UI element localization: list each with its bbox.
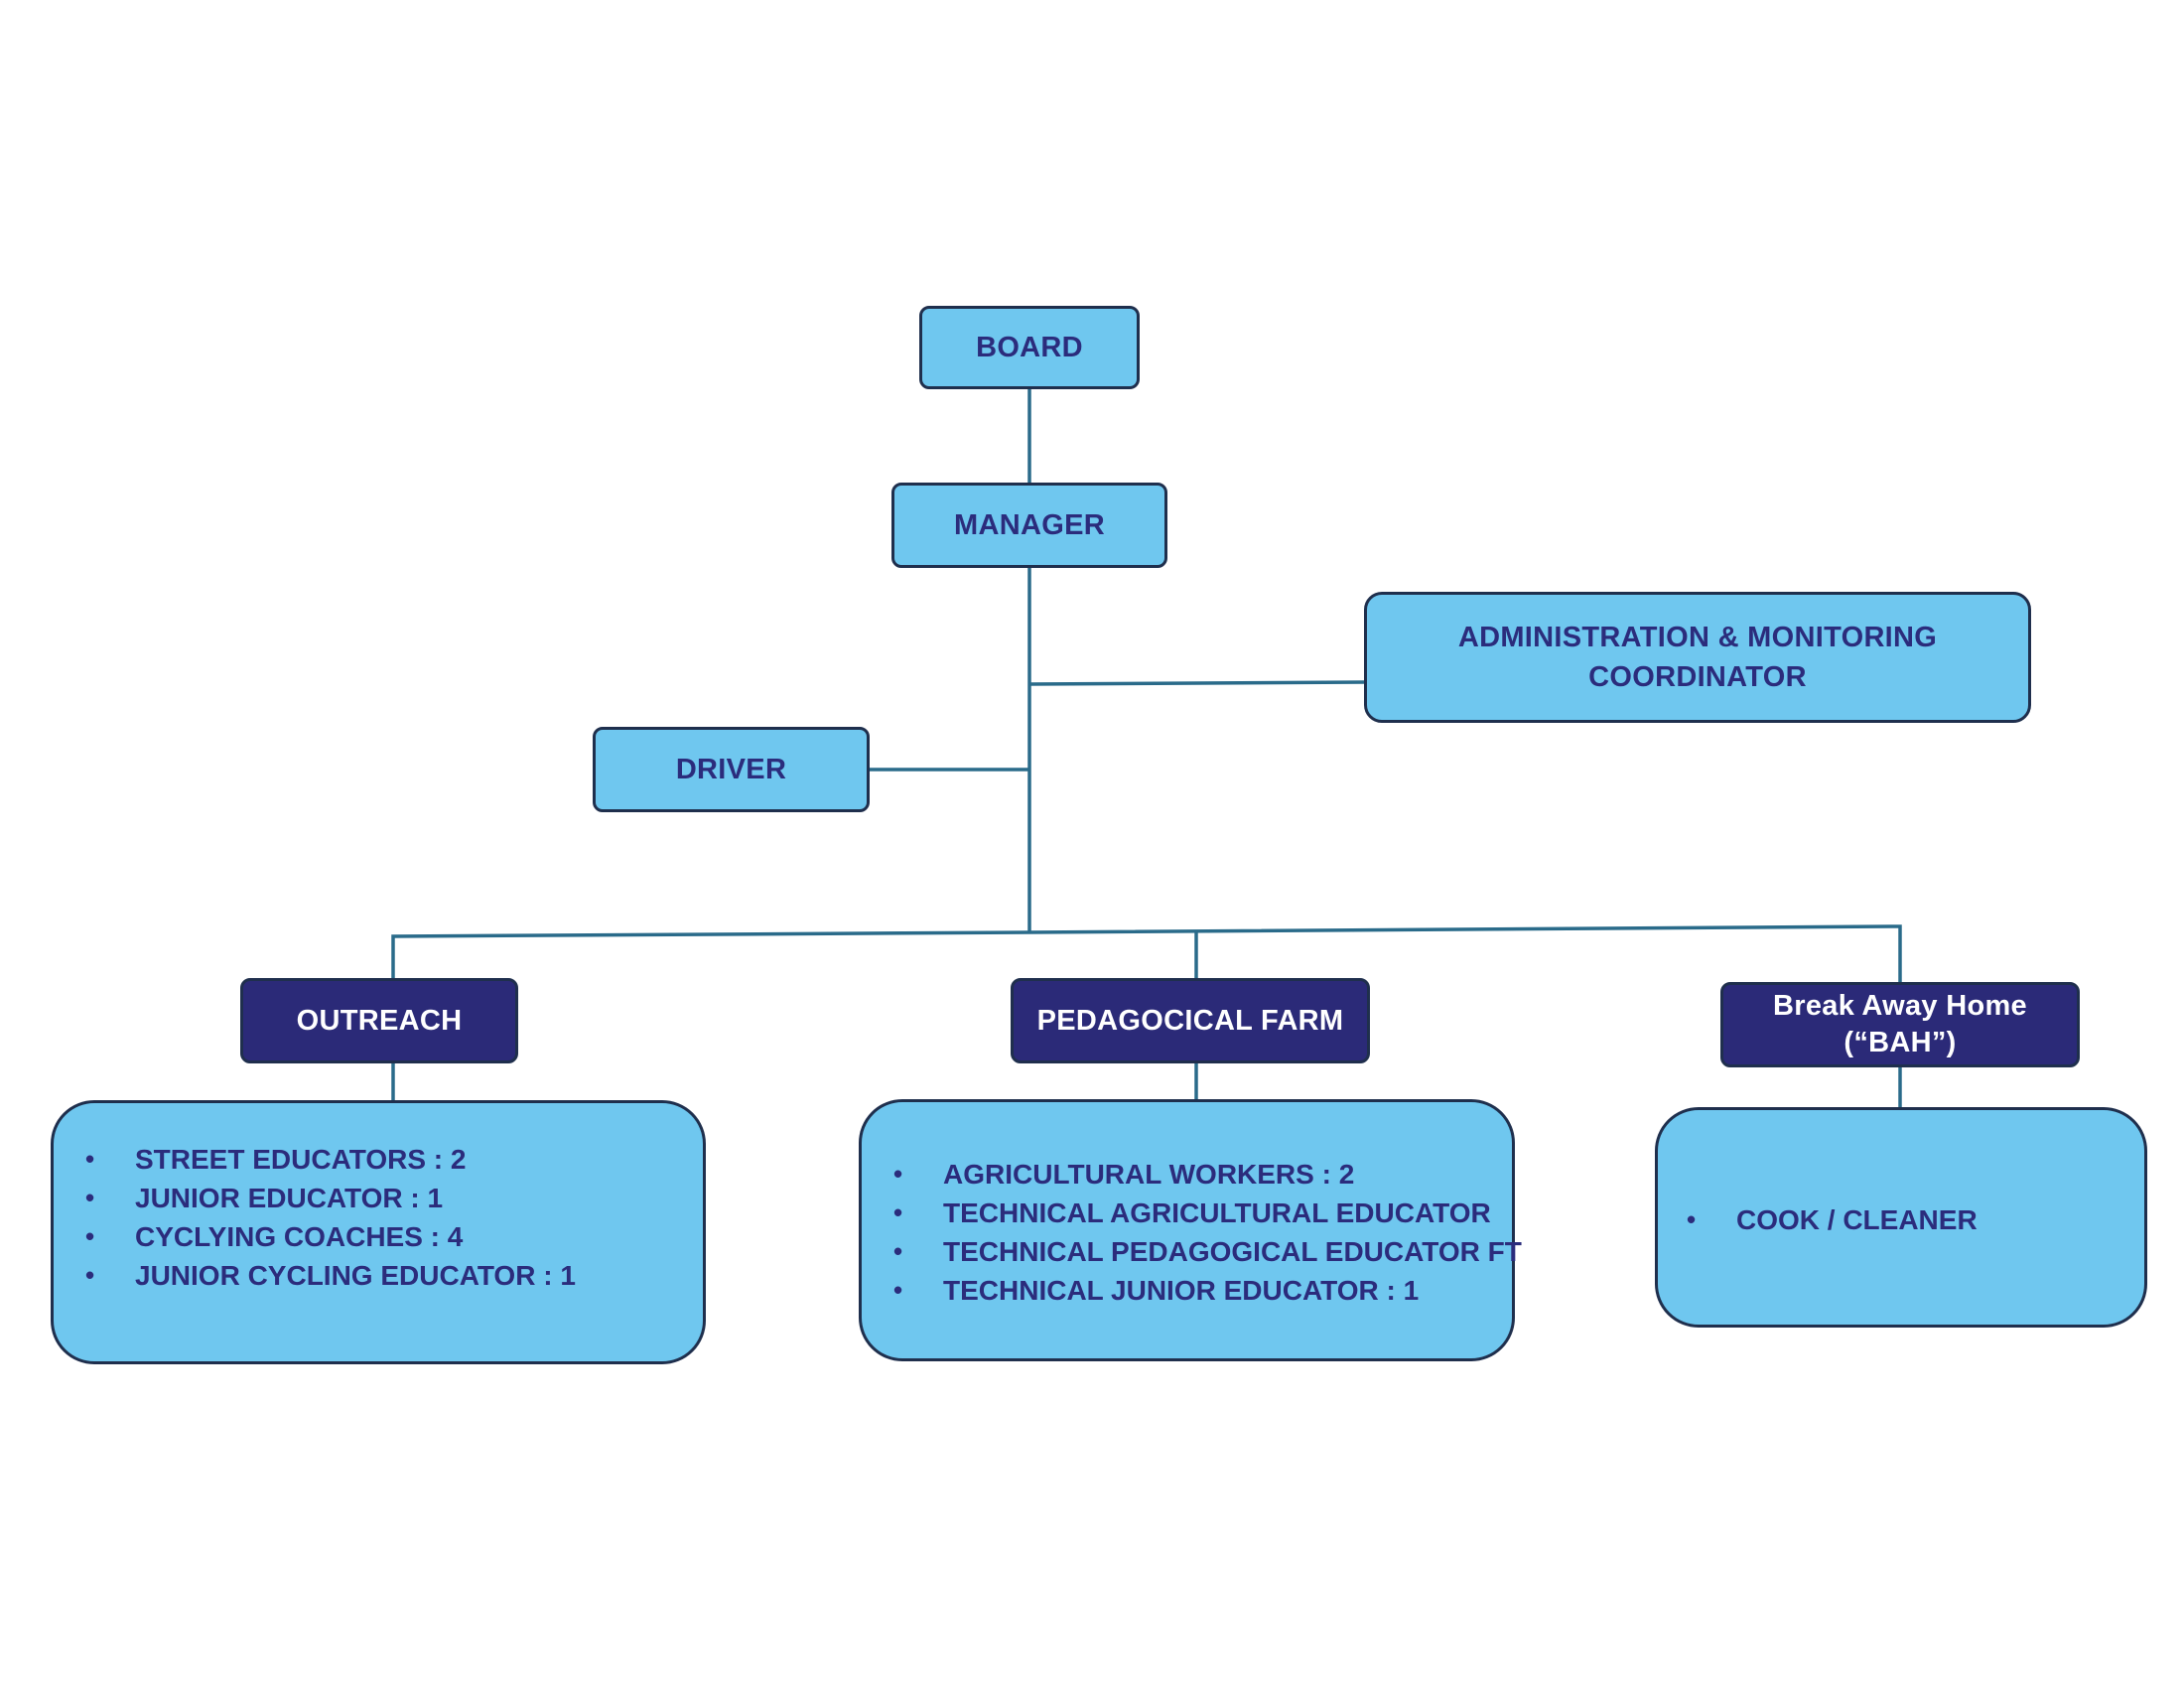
bullet-icon: • [85,1221,95,1251]
list-item: •COOK / CLEANER [1687,1200,1978,1239]
list-item: •TECHNICAL PEDAGOGICAL EDUCATOR FT [893,1232,1522,1271]
admin-connector [1028,680,1367,686]
bah-label-line2: (“BAH”) [1843,1027,1957,1058]
list-item: •AGRICULTURAL WORKERS : 2 [893,1155,1522,1194]
pedagogical-farm-label: PEDAGOCICAL FARM [1036,1005,1344,1037]
outreach-staff-list-box: •STREET EDUCATORS : 2 •JUNIOR EDUCATOR :… [51,1100,706,1364]
board-box: BOARD [919,306,1140,389]
bullet-icon: • [893,1275,903,1305]
bullet-icon: • [1687,1204,1697,1234]
outreach-label: OUTREACH [296,1005,463,1037]
list-item: •JUNIOR CYCLING EDUCATOR : 1 [85,1256,576,1295]
farm-staff-list: •AGRICULTURAL WORKERS : 2 •TECHNICAL AGR… [893,1155,1522,1310]
list-item: •JUNIOR EDUCATOR : 1 [85,1179,576,1217]
bullet-icon: • [85,1183,95,1212]
admin-label-line2: COORDINATOR [1588,661,1807,693]
bullet-icon: • [893,1197,903,1227]
board-label: BOARD [976,332,1083,363]
break-away-home-box: Break Away Home (“BAH”) [1720,982,2080,1067]
admin-label-line1: ADMINISTRATION & MONITORING [1457,622,1938,653]
bullet-icon: • [893,1159,903,1189]
driver-box: DRIVER [593,727,870,812]
list-item: •CYCLYING COACHES : 4 [85,1217,576,1256]
bullet-icon: • [893,1236,903,1266]
bah-staff-list: •COOK / CLEANER [1687,1200,1978,1239]
outreach-staff-list: •STREET EDUCATORS : 2 •JUNIOR EDUCATOR :… [85,1140,576,1295]
bah-staff-list-box: •COOK / CLEANER [1655,1107,2147,1328]
bah-label-line1: Break Away Home [1773,990,2027,1022]
list-item: •STREET EDUCATORS : 2 [85,1140,576,1179]
list-item: •TECHNICAL JUNIOR EDUCATOR : 1 [893,1271,1522,1310]
bullet-icon: • [85,1260,95,1290]
farm-staff-list-box: •AGRICULTURAL WORKERS : 2 •TECHNICAL AGR… [859,1099,1522,1361]
manager-box: MANAGER [891,483,1167,568]
list-item: •TECHNICAL AGRICULTURAL EDUCATOR [893,1194,1522,1232]
driver-label: DRIVER [675,754,787,785]
outreach-box: OUTREACH [240,978,518,1063]
branch-bar-connector [391,924,1902,983]
manager-label: MANAGER [954,509,1105,541]
pedagogical-farm-box: PEDAGOCICAL FARM [1011,978,1370,1063]
admin-coordinator-box: ADMINISTRATION & MONITORING COORDINATOR [1364,592,2031,723]
bullet-icon: • [85,1144,95,1174]
